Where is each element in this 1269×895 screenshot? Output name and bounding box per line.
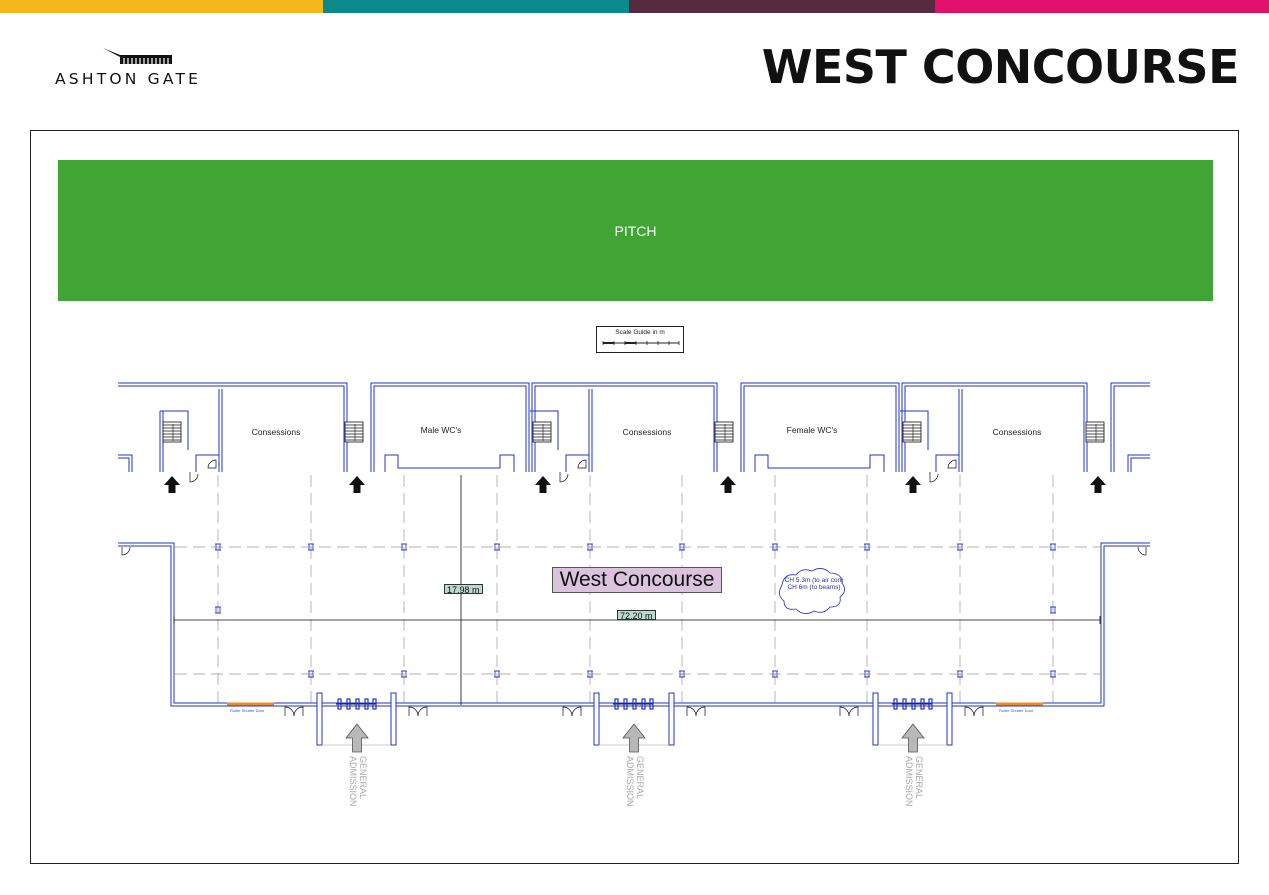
header-stripe-pink (935, 0, 1269, 13)
stadium-icon (103, 48, 172, 64)
scale-bar (602, 341, 680, 345)
plan-frame (30, 130, 1239, 864)
ceiling-note-line1: CH 5.3m (to air con) (784, 577, 844, 584)
roller-shutter-label-left: Roller Shutter Door (230, 708, 265, 713)
logo-text: ASHTON GATE (55, 70, 202, 88)
ceiling-note: CH 5.3m (to air con) CH 6m (to beams) (778, 577, 850, 591)
scale-guide: Scale Guide in m (596, 326, 684, 353)
roller-shutter-label-right: Roller Shutter Door (999, 708, 1034, 713)
ashton-gate-logo: ASHTON GATE (55, 46, 245, 96)
room-label-concessions-3: Consessions (993, 427, 1042, 437)
room-label-male-wc: Male WC's (421, 425, 462, 435)
room-label-concessions-1: Consessions (252, 427, 301, 437)
header-stripe-yellow (0, 0, 323, 13)
concourse-label: West Concourse (552, 567, 722, 593)
depth-dimension-label: 17.98 m (444, 584, 483, 595)
entrance-label-2: GENERAL ADMISSION (625, 756, 645, 807)
page-title: WEST CONCOURSE (761, 40, 1240, 94)
pitch-area: PITCH (58, 160, 1213, 301)
scale-guide-label: Scale Guide in m (615, 329, 665, 336)
pitch-label: PITCH (614, 222, 657, 239)
header-stripe-plum (629, 0, 935, 13)
room-label-female-wc: Female WC's (787, 425, 838, 435)
length-dimension-label: 72.20 m (617, 610, 656, 621)
entrance-label-1: GENERAL ADMISSION (348, 756, 368, 807)
room-label-concessions-2: Consessions (623, 427, 672, 437)
ceiling-note-line2: CH 6m (to beams) (787, 584, 841, 591)
entrance-label-3: GENERAL ADMISSION (904, 756, 924, 807)
header-stripe-teal (323, 0, 629, 13)
ceiling-height-cloud (779, 568, 845, 614)
